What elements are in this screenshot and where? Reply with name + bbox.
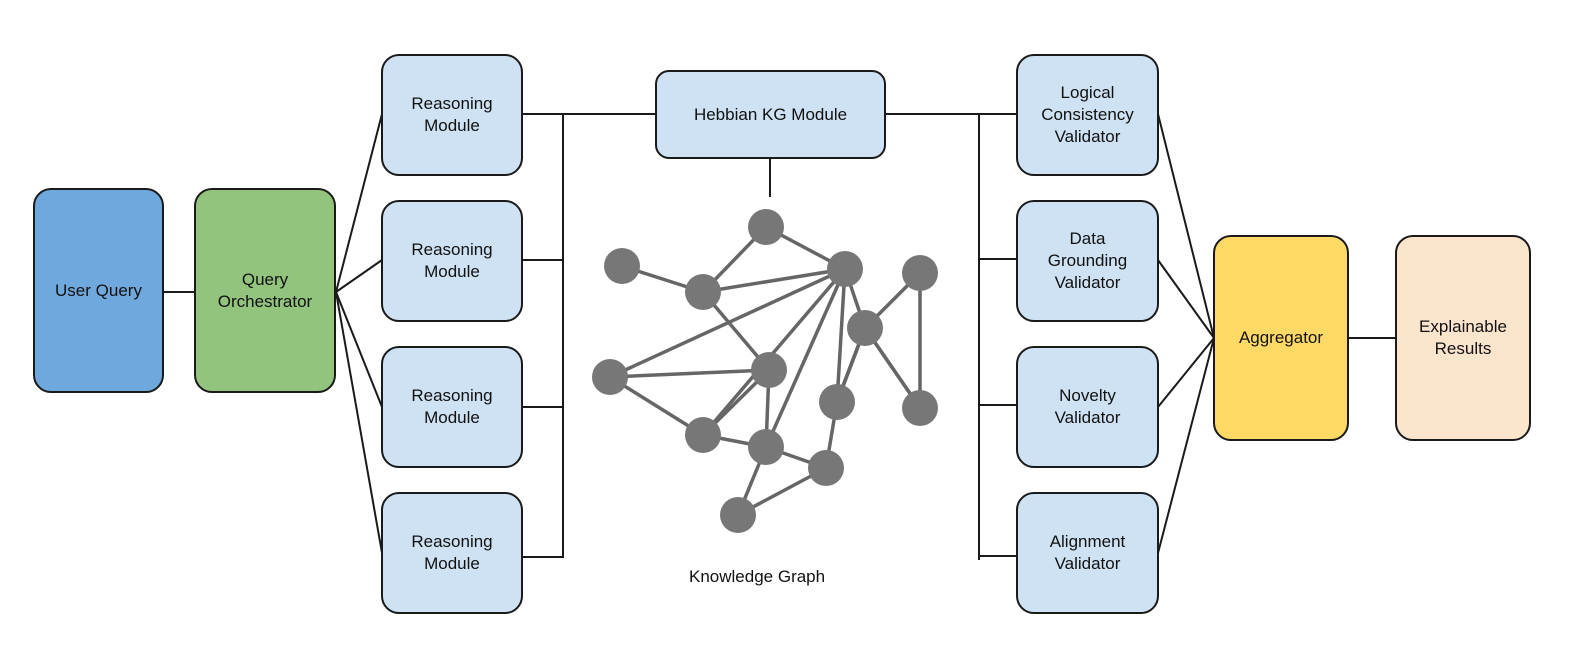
reasoning-module-4: Reasoning Module xyxy=(381,492,523,614)
connector-orchestrator-reasoning-4 xyxy=(335,291,383,554)
connector-orchestrator-reasoning-3 xyxy=(335,291,383,408)
validator-alignment: Alignment Validator xyxy=(1016,492,1159,614)
graph-edge xyxy=(609,375,704,437)
user-query-box: User Query xyxy=(33,188,164,393)
graph-edge xyxy=(609,267,846,379)
graph-node xyxy=(751,352,787,388)
reasoning-module-3: Reasoning Module xyxy=(381,346,523,468)
graph-node xyxy=(902,255,938,291)
reasoning-module-1: Reasoning Module xyxy=(381,54,523,176)
graph-node xyxy=(748,209,784,245)
connector-orchestrator-reasoning-2 xyxy=(335,259,383,293)
connector-validator-3-aggregator xyxy=(1157,337,1215,408)
connector-validator-2-aggregator xyxy=(1157,259,1215,339)
graph-node xyxy=(808,450,844,486)
connector-orchestrator-reasoning-1 xyxy=(335,113,383,293)
validator-novelty: Novelty Validator xyxy=(1016,346,1159,468)
graph-node xyxy=(748,429,784,465)
graph-node xyxy=(685,417,721,453)
hebbian-kg-module-box: Hebbian KG Module xyxy=(655,70,886,159)
graph-edge xyxy=(835,268,847,403)
graph-node xyxy=(720,497,756,533)
graph-edge xyxy=(609,368,770,379)
query-orchestrator-box: Query Orchestrator xyxy=(194,188,336,393)
knowledge-graph-nodes xyxy=(592,209,938,533)
connector-validator-4-aggregator xyxy=(1157,337,1215,554)
graph-node xyxy=(604,248,640,284)
graph-edge xyxy=(701,267,847,437)
connector-validator-1-aggregator xyxy=(1157,113,1215,339)
graph-node xyxy=(819,384,855,420)
validator-logical-consistency: Logical Consistency Validator xyxy=(1016,54,1159,176)
graph-node xyxy=(592,359,628,395)
graph-edge xyxy=(764,268,847,448)
graph-node xyxy=(685,274,721,310)
validator-data-grounding: Data Grounding Validator xyxy=(1016,200,1159,322)
graph-node xyxy=(902,390,938,426)
graph-node xyxy=(847,310,883,346)
knowledge-graph-label: Knowledge Graph xyxy=(689,567,826,586)
explainable-results-box: Explainable Results xyxy=(1395,235,1531,441)
graph-edge xyxy=(702,267,846,294)
reasoning-module-2: Reasoning Module xyxy=(381,200,523,322)
graph-node xyxy=(827,251,863,287)
aggregator-box: Aggregator xyxy=(1213,235,1349,441)
